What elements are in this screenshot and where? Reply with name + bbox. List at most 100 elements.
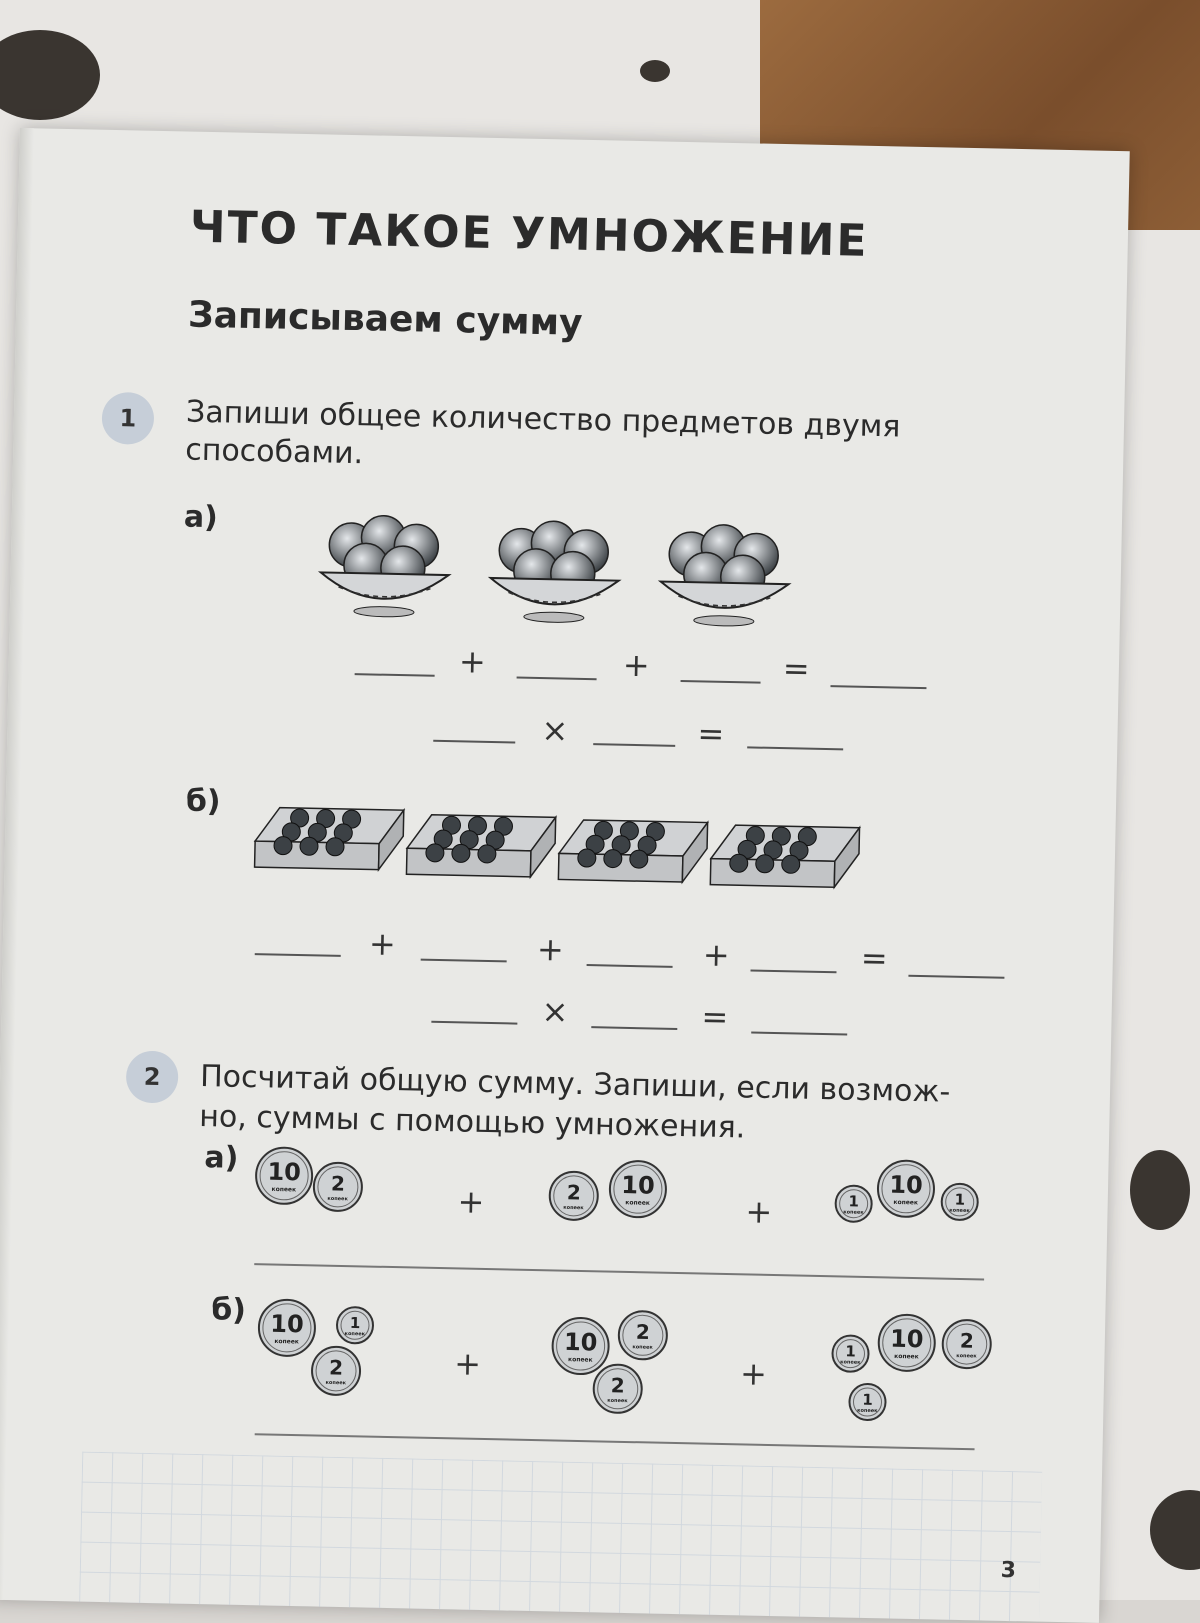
coin-value-text: 1 — [350, 1314, 361, 1332]
coin-value-text: 1 — [845, 1342, 856, 1360]
answer-blank[interactable] — [431, 1020, 518, 1025]
section-subtitle: Записываем сумму — [187, 294, 583, 344]
coin-value-text: 2 — [567, 1180, 581, 1204]
page-number: 3 — [1000, 1557, 1017, 1584]
workbook-page: ЧТО ТАКОЕ УМНОЖЕНИЕ Записываем сумму 1 З… — [0, 128, 1130, 1623]
grid-paper — [79, 1451, 1043, 1622]
coin-mint-text: копеек — [568, 1356, 593, 1364]
coin-value-text: 2 — [611, 1373, 625, 1397]
equals-sign: = — [701, 997, 729, 1037]
coin-mint-text: копеек — [327, 1196, 348, 1202]
task2-part-a-label: а) — [204, 1140, 239, 1176]
answer-line[interactable] — [254, 1433, 975, 1451]
coin-mint-text: копеек — [843, 1209, 864, 1215]
apple-bowl — [658, 522, 791, 629]
apple-bowl — [318, 513, 451, 620]
coin-value-text: 10 — [270, 1310, 304, 1339]
task1-number-badge: 1 — [101, 391, 155, 445]
coin-value-text: 2 — [636, 1320, 650, 1344]
coin-mint-text: копеек — [325, 1380, 346, 1386]
coin-mint-text: копеек — [607, 1398, 628, 1404]
equals-sign: = — [860, 938, 889, 978]
answer-blank[interactable] — [680, 679, 761, 684]
coin-mint-text: копеек — [625, 1199, 650, 1207]
task1-part-a-label: а) — [183, 499, 219, 536]
coin-value-text: 10 — [267, 1158, 301, 1187]
answer-blank[interactable] — [591, 1026, 678, 1030]
equals-sign: = — [697, 714, 725, 753]
answer-blank[interactable] — [516, 676, 597, 681]
blanket-spot — [1130, 1150, 1190, 1230]
answer-blank[interactable] — [908, 974, 1005, 979]
answer-blank[interactable] — [830, 685, 927, 690]
answer-blank[interactable] — [593, 743, 676, 747]
apple-bowls-illustration — [318, 513, 791, 629]
plus-sign: + — [457, 1182, 485, 1221]
times-sign: × — [541, 992, 569, 1031]
answer-blank[interactable] — [751, 1031, 848, 1036]
coin-mint-text: копеек — [563, 1205, 584, 1211]
task1-instruction: Запиши общее количество предметов двумя … — [184, 394, 901, 472]
coin-mint-text: копеек — [632, 1344, 653, 1350]
coin-value-text: 10 — [564, 1328, 598, 1357]
plus-sign: + — [458, 642, 487, 681]
plus-sign: + — [622, 645, 651, 685]
plus-sign: + — [368, 924, 397, 964]
coin-mint-text: копеек — [274, 1338, 299, 1346]
answer-blank[interactable] — [586, 964, 673, 968]
answer-blank[interactable] — [433, 739, 516, 744]
plus-sign: + — [453, 1344, 482, 1383]
coin-value-text: 1 — [862, 1391, 873, 1409]
blanket-spot — [0, 30, 100, 120]
task2-number-badge: 2 — [125, 1050, 179, 1104]
candy-box — [709, 823, 861, 889]
coin-value-text: 2 — [960, 1329, 974, 1353]
coin-value-text: 10 — [621, 1171, 655, 1200]
candy-box — [253, 806, 405, 871]
coin-mint-text: копеек — [894, 1353, 919, 1361]
coin-mint-text: копеек — [345, 1331, 366, 1337]
coins-row-b: 10копеек1копеек2копеек10копеек2копеек2ко… — [257, 1298, 992, 1422]
coin-value-text: 10 — [890, 1325, 924, 1354]
plus-sign: + — [745, 1192, 773, 1231]
coin-value-text: 1 — [848, 1192, 859, 1210]
page-title: ЧТО ТАКОЕ УМНОЖЕНИЕ — [189, 201, 870, 267]
task1-part-b-label: б) — [185, 783, 221, 820]
task2-part-b-label: б) — [210, 1292, 247, 1328]
plus-sign: + — [536, 930, 565, 969]
coin-value-text: 1 — [954, 1191, 965, 1209]
answer-blank[interactable] — [420, 958, 507, 963]
times-sign: × — [541, 711, 569, 750]
answer-blank[interactable] — [747, 746, 844, 751]
plus-sign: + — [739, 1354, 768, 1393]
coin-mint-text: копеек — [949, 1208, 970, 1214]
coin-mint-text: копеек — [956, 1353, 977, 1359]
answer-blank[interactable] — [354, 673, 435, 677]
answer-line[interactable] — [254, 1263, 985, 1281]
candy-boxes-illustration — [253, 806, 861, 889]
coin-value-text: 10 — [889, 1171, 923, 1200]
coin-mint-text: копеек — [840, 1359, 861, 1365]
answer-blank[interactable] — [750, 969, 837, 974]
answer-blank[interactable] — [254, 953, 341, 957]
candy-box — [405, 813, 557, 879]
candy-box — [557, 818, 709, 884]
coin-mint-text: копеек — [893, 1199, 918, 1207]
plus-sign: + — [702, 935, 731, 975]
